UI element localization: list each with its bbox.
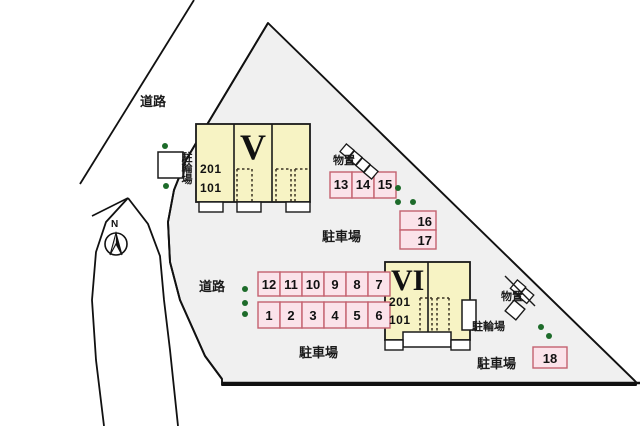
building-vi-entrance-right bbox=[450, 339, 471, 351]
bicycle-parking-east-label: 駐輪場 bbox=[472, 320, 505, 333]
building-vi-entrance-center bbox=[402, 331, 452, 348]
plant-dot bbox=[162, 143, 168, 149]
building-vi-balcony-1 bbox=[419, 297, 433, 332]
building-v-entrance-3 bbox=[285, 201, 311, 213]
building-v-entrance-2 bbox=[236, 201, 262, 213]
storage-east-connector bbox=[504, 275, 536, 307]
parking-stall-label-7: 7 bbox=[375, 277, 383, 292]
compass-north-label: N bbox=[111, 219, 119, 230]
bike-west-ch1: 駐 bbox=[181, 151, 193, 164]
bicycle-parking-west-box bbox=[157, 151, 184, 179]
parking-stall-label-4: 4 bbox=[331, 308, 339, 323]
parking-stall-label-17: 17 bbox=[417, 233, 432, 248]
parking-stall-label-12: 12 bbox=[261, 277, 277, 292]
bicycle-parking-east-box bbox=[461, 299, 477, 331]
road-network-group bbox=[79, 0, 640, 426]
building-vi-name: VI bbox=[391, 264, 425, 297]
building-vi-balcony-2 bbox=[436, 297, 450, 332]
parking-stall-label-18: 18 bbox=[542, 351, 558, 366]
building-v-name: V bbox=[240, 127, 266, 167]
road-edge-upper-outer bbox=[79, 0, 195, 185]
road-label-lower: 道路 bbox=[199, 280, 226, 295]
parking-lot-north-label: 駐車場 bbox=[322, 230, 362, 245]
parking-lot-south-label: 駐車場 bbox=[299, 346, 339, 361]
storage-north-label: 物置 bbox=[333, 154, 355, 167]
storage-north-group bbox=[339, 143, 379, 180]
road-edge-stub bbox=[91, 197, 129, 217]
planting-dots-group bbox=[162, 143, 552, 339]
building-v-entrance-1 bbox=[198, 201, 224, 213]
parking-stall-label-8: 8 bbox=[353, 277, 361, 292]
road-edge-lower-inner bbox=[127, 197, 179, 426]
parking-stall-17 bbox=[399, 229, 437, 250]
building-vi-group bbox=[384, 261, 471, 351]
compass-rose bbox=[104, 230, 128, 256]
parking-stall-label-11: 11 bbox=[284, 277, 298, 292]
plant-dot bbox=[538, 324, 544, 330]
parking-stall-6 bbox=[367, 301, 391, 329]
parking-stall-label-1: 1 bbox=[265, 308, 273, 323]
building-vi-entrance-left bbox=[384, 339, 404, 351]
parking-stall-label-16: 16 bbox=[417, 214, 432, 229]
plant-dot bbox=[163, 183, 169, 189]
building-v-balcony-1 bbox=[236, 168, 253, 202]
plant-dot bbox=[395, 199, 401, 205]
road-label-upper: 道路 bbox=[140, 95, 167, 110]
road-edge-lower-outer bbox=[91, 197, 129, 426]
building-vi-unit-201: 201 bbox=[389, 295, 411, 309]
parking-stall-18 bbox=[532, 346, 568, 369]
building-v-unit-201: 201 bbox=[200, 162, 222, 176]
storage-east-group bbox=[504, 275, 536, 321]
plant-dot bbox=[395, 185, 401, 191]
parking-lot-southeast-label: 駐車場 bbox=[477, 357, 517, 372]
parking-stall-label-9: 9 bbox=[331, 277, 339, 292]
parking-stall-label-10: 10 bbox=[305, 277, 321, 292]
parking-stall-label-5: 5 bbox=[353, 308, 361, 323]
building-vi-unit-101: 101 bbox=[389, 313, 411, 327]
parking-stall-15 bbox=[373, 171, 397, 199]
parking-stalls-group bbox=[257, 171, 568, 369]
compass-needle-outline bbox=[109, 230, 123, 256]
parking-stall-label-2: 2 bbox=[287, 308, 295, 323]
parking-stall-label-13: 13 bbox=[333, 177, 349, 192]
plant-dot bbox=[410, 199, 416, 205]
bicycle-parking-group bbox=[157, 151, 477, 331]
building-v-unit-101: 101 bbox=[200, 181, 222, 195]
bicycle-parking-west-label: 駐 輪 場 bbox=[181, 152, 193, 185]
storage-east-label: 物置 bbox=[501, 290, 523, 303]
plant-dot bbox=[242, 300, 248, 306]
building-v-balcony-3 bbox=[294, 168, 308, 202]
building-v-group bbox=[195, 123, 311, 213]
plant-dot bbox=[242, 286, 248, 292]
storage-shed-n4 bbox=[363, 164, 379, 180]
plant-dot bbox=[242, 311, 248, 317]
road-edge-upper-inner bbox=[167, 22, 269, 380]
bike-west-ch2: 輪 bbox=[181, 162, 193, 175]
parking-stall-label-14: 14 bbox=[355, 177, 371, 192]
parking-stall-label-15: 15 bbox=[377, 177, 393, 192]
parking-stall-label-3: 3 bbox=[309, 308, 317, 323]
storage-shed-e3 bbox=[504, 299, 526, 321]
parking-stall-label-6: 6 bbox=[375, 308, 383, 323]
parking-stall-7 bbox=[367, 271, 391, 297]
bike-west-ch3: 場 bbox=[181, 173, 193, 186]
plant-dot bbox=[546, 333, 552, 339]
building-v-balcony-2 bbox=[275, 168, 292, 202]
